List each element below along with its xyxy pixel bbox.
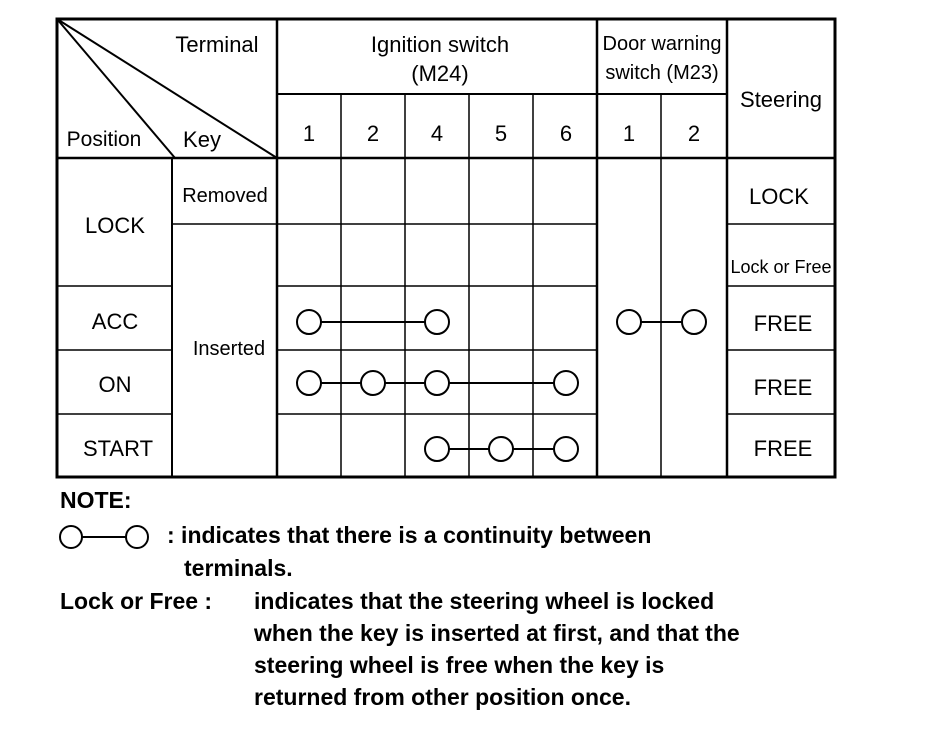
note-symbol-desc-1: : indicates that there is a continuity b… bbox=[167, 522, 652, 548]
header-diagonal-1 bbox=[56, 18, 176, 159]
ignition-terminal-4-node-row-3 bbox=[424, 370, 450, 396]
note-lockfree-desc-1: indicates that the steering wheel is loc… bbox=[254, 588, 715, 614]
key-inserted: Inserted bbox=[193, 338, 265, 360]
ignition-terminal-1-node-row-3 bbox=[296, 370, 322, 396]
steering-lock: LOCK bbox=[749, 184, 809, 209]
position-acc: ACC bbox=[92, 309, 139, 334]
ign-terminal-2: 2 bbox=[367, 121, 379, 146]
ignition-terminal-2-node-row-3 bbox=[360, 370, 386, 396]
ignition-terminal-6-node-row-4 bbox=[553, 436, 579, 462]
note-lockfree-desc-2: when the key is inserted at first, and t… bbox=[254, 620, 740, 646]
steering-on: FREE bbox=[754, 375, 813, 400]
ignition-terminal-4-node-row-2 bbox=[424, 309, 450, 335]
position-start: START bbox=[83, 436, 153, 461]
note-lockfree-desc-4: returned from other position once. bbox=[254, 684, 631, 710]
steering-acc: FREE bbox=[754, 311, 813, 336]
ign-terminal-4: 4 bbox=[431, 121, 443, 146]
header-position: Position bbox=[67, 128, 142, 151]
ign-terminal-6: 6 bbox=[560, 121, 572, 146]
header-key: Key bbox=[183, 127, 221, 152]
header-door-line1: Door warning bbox=[603, 33, 722, 55]
ign-terminal-5: 5 bbox=[495, 121, 507, 146]
note-lockfree-label: Lock or Free : bbox=[60, 588, 213, 614]
note-title: NOTE: bbox=[60, 487, 132, 513]
ignition-terminal-6-node-row-3 bbox=[553, 370, 579, 396]
door-terminal-2-node-row-2 bbox=[681, 309, 707, 335]
header-door-line2: switch (M23) bbox=[605, 62, 718, 84]
ignition-terminal-1-node-row-2 bbox=[296, 309, 322, 335]
continuity-symbol-icon bbox=[59, 525, 149, 549]
door-terminal-1: 1 bbox=[623, 121, 635, 146]
steering-lock-or-free: Lock or Free bbox=[730, 257, 831, 277]
door-terminal-1-node-row-2 bbox=[616, 309, 642, 335]
header-diagonal-2 bbox=[56, 18, 278, 159]
header-ignition-line2: (M24) bbox=[411, 61, 468, 86]
key-removed: Removed bbox=[182, 185, 268, 207]
ignition-terminal-5-node-row-4 bbox=[488, 436, 514, 462]
ign-terminal-1: 1 bbox=[303, 121, 315, 146]
header-ignition-line1: Ignition switch bbox=[371, 32, 509, 57]
steering-start: FREE bbox=[754, 436, 813, 461]
note-symbol-desc-2: terminals. bbox=[184, 555, 293, 581]
header-terminal: Terminal bbox=[175, 32, 258, 57]
door-terminal-2: 2 bbox=[688, 121, 700, 146]
position-lock: LOCK bbox=[85, 213, 145, 238]
note-lockfree-desc-3: steering wheel is free when the key is bbox=[254, 652, 665, 678]
header-steering: Steering bbox=[740, 87, 822, 112]
continuity-marks bbox=[296, 309, 707, 462]
table-border bbox=[55, 17, 837, 479]
ignition-terminal-4-node-row-4 bbox=[424, 436, 450, 462]
position-on: ON bbox=[99, 372, 132, 397]
